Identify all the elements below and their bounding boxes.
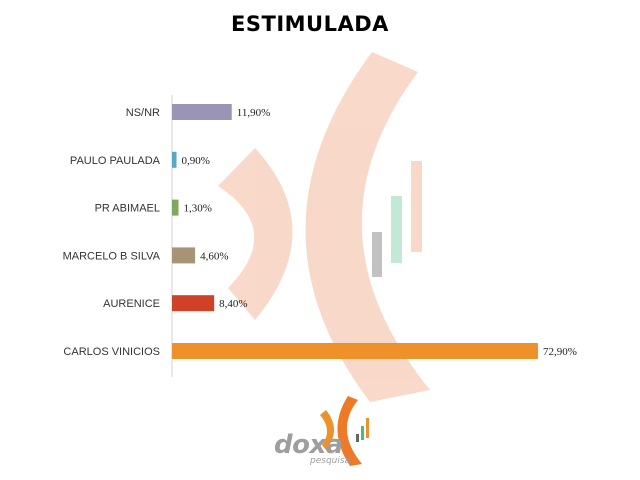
category-label: PR ABIMAEL: [95, 203, 160, 215]
value-label: 1,30%: [184, 203, 212, 215]
category-label: MARCELO B SILVA: [63, 250, 161, 262]
category-label: PAULO PAULADA: [70, 155, 161, 167]
bar: [172, 151, 177, 168]
category-label: AURENICE: [103, 298, 160, 310]
category-label: NS/NR: [126, 107, 160, 119]
value-label: 8,40%: [219, 298, 247, 310]
logo-wordmark: doxa: [274, 430, 343, 460]
value-label: 0,90%: [182, 155, 210, 167]
value-label: 4,60%: [200, 250, 228, 262]
bar: [172, 295, 215, 312]
bar: [172, 247, 196, 264]
value-label: 11,90%: [237, 107, 271, 119]
bar: [172, 104, 232, 120]
bar: [172, 199, 179, 216]
bar: [172, 343, 538, 359]
doxa-logo: [320, 396, 369, 466]
chart-title: ESTIMULADA: [231, 12, 389, 36]
category-label: CARLOS VINICIOS: [63, 346, 160, 358]
logo-tagline: pesquisa: [310, 456, 351, 466]
value-label: 72,90%: [543, 346, 577, 358]
